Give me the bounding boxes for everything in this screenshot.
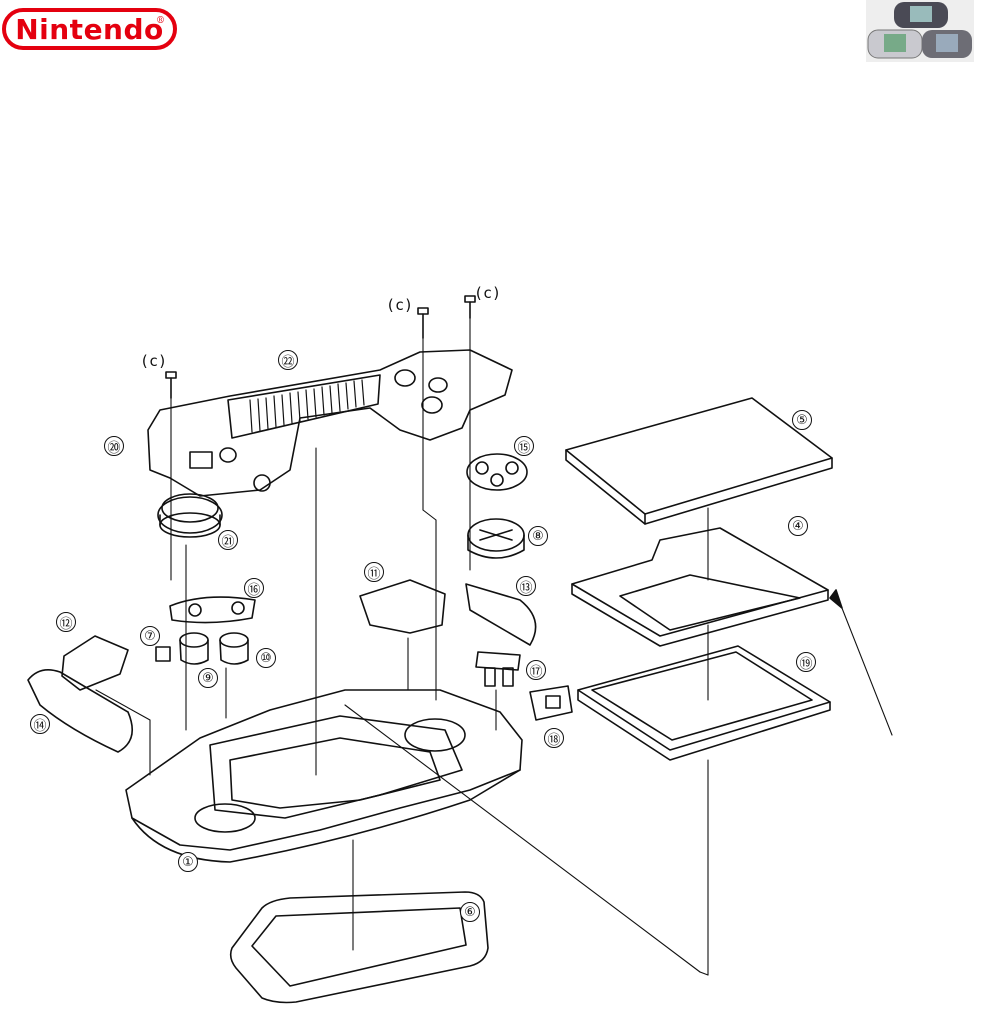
callout-14: ⑭: [30, 714, 50, 734]
screw-label-right: (c): [474, 284, 502, 302]
button-stubs: [155, 632, 249, 665]
callout-5: ⑤: [792, 410, 812, 430]
callout-18: ⑱: [544, 728, 564, 748]
callout-7: ⑦: [140, 626, 160, 646]
callout-17: ⑰: [526, 660, 546, 680]
switch-part: [529, 685, 573, 721]
lcd-holder: [571, 527, 829, 647]
logo-text: Nintendo: [15, 12, 164, 46]
callout-6: ⑥: [460, 902, 480, 922]
callout-13: ⑬: [516, 576, 536, 596]
main-circuit-board: [147, 349, 513, 497]
callout-21: ㉑: [218, 530, 238, 550]
front-housing: [125, 689, 523, 863]
callout-20: ⑳: [104, 436, 124, 456]
screen-gasket: [577, 645, 831, 761]
screw-label-middle: (c): [386, 296, 414, 314]
screw-middle: [417, 307, 429, 339]
screw-label-left: (c): [140, 352, 168, 370]
l-shoulder-bracket: [61, 635, 129, 691]
l-shoulder-bar: [27, 669, 134, 753]
nintendo-logo: Nintendo ®: [2, 8, 177, 50]
callout-10: ⑩: [256, 648, 276, 668]
dpad-membrane: [467, 518, 525, 559]
gba-console-top: [894, 2, 948, 28]
screw-right: [464, 295, 476, 319]
lcd-panel: [565, 397, 833, 525]
trademark-mark: ®: [156, 16, 165, 26]
gameboy-advance-thumbnail: [866, 0, 974, 62]
callout-12: ⑫: [56, 612, 76, 632]
r-shoulder-bracket: [359, 579, 446, 634]
callout-19: ⑲: [796, 652, 816, 672]
gba-console-right: [922, 30, 972, 58]
callout-1: ①: [178, 852, 198, 872]
ab-button-membrane: [466, 453, 528, 491]
small-button-block: [475, 651, 521, 687]
pointer-arrow: [829, 589, 843, 609]
callout-15: ⑮: [514, 436, 534, 456]
callout-8: ⑧: [528, 526, 548, 546]
small-membrane: [169, 596, 256, 624]
speaker-ring: [157, 493, 223, 538]
callout-9: ⑨: [198, 668, 218, 688]
screw-left: [165, 371, 177, 399]
r-shoulder-bar: [465, 583, 537, 646]
gba-console-left: [867, 29, 923, 59]
assembly-guide-lines: [95, 317, 893, 976]
screen-cover: [229, 891, 489, 1004]
callout-4: ④: [788, 516, 808, 536]
callout-22: ㉒: [278, 350, 298, 370]
callout-11: ⑪: [364, 562, 384, 582]
callout-16: ⑯: [244, 578, 264, 598]
